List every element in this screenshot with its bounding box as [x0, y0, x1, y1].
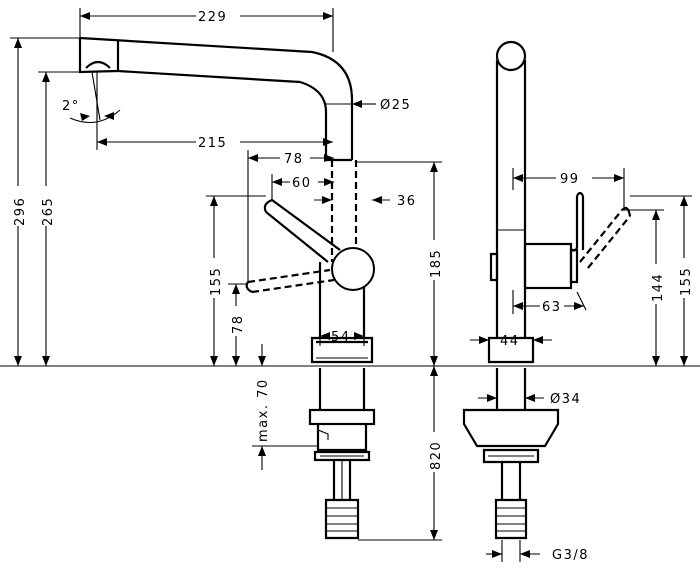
- dimension-60: 60: [271, 174, 334, 200]
- dimension-185: 185: [356, 161, 444, 366]
- dim-99-label: 99: [560, 172, 580, 187]
- angle-label: 2°: [62, 99, 80, 114]
- dim-229-label: 229: [198, 10, 227, 25]
- dim-144-label: 144: [651, 273, 666, 302]
- dim-265-label: 265: [41, 197, 56, 226]
- dim-155-side-label: 155: [679, 267, 694, 296]
- dimension-296: 296: [8, 37, 80, 366]
- dimension-155-side: 155: [630, 195, 694, 366]
- handle-hub: [331, 247, 375, 291]
- dimension-99: 99: [512, 168, 625, 210]
- dim-60-label: 60: [292, 176, 312, 191]
- dim-44-label: 44: [500, 334, 520, 349]
- dimension-diameter-34: Ø34: [478, 392, 581, 407]
- angle-2-degrees: 2°: [62, 71, 121, 124]
- hidden-column: [326, 158, 358, 262]
- dimension-max-70: max. 70: [252, 344, 318, 470]
- side-base: [462, 336, 560, 540]
- dimension-36: 36: [314, 194, 417, 209]
- dim-155-front-label: 155: [209, 267, 224, 296]
- dim-g38-label: G3/8: [552, 548, 589, 563]
- side-handle: [489, 191, 632, 311]
- dimension-44: 44: [470, 334, 552, 349]
- dimension-229: 229: [79, 8, 334, 52]
- dim-78-top-label: 78: [284, 152, 304, 167]
- mounting-assembly: [308, 368, 376, 540]
- dimension-820: 820: [358, 366, 444, 541]
- dimension-265: 265: [36, 71, 90, 366]
- dim-820-label: 820: [429, 441, 444, 470]
- dimension-155-front: 155: [204, 195, 266, 366]
- dimension-144: 144: [622, 209, 666, 366]
- dim-54-label: 54: [331, 330, 351, 345]
- dim-36-label: 36: [397, 194, 417, 209]
- side-view: 99 63 144 155: [462, 40, 694, 563]
- dim-78-left-label: 78: [231, 314, 246, 334]
- dim-215-label: 215: [198, 136, 227, 151]
- dimension-g38: G3/8: [486, 540, 589, 563]
- front-view: 229 215 2° Ø25: [0, 8, 700, 541]
- dimension-215: 215: [96, 88, 333, 151]
- dim-max-70-label: max. 70: [256, 378, 271, 442]
- dimension-78-top: 78: [247, 150, 334, 282]
- dim-diameter-34-label: Ø34: [550, 392, 581, 407]
- faucet-body: [310, 247, 375, 364]
- dimension-54: 54: [319, 326, 365, 346]
- dim-diameter-25-label: Ø25: [380, 98, 411, 113]
- dimension-78-left: 78: [226, 283, 248, 366]
- dim-296-label: 296: [13, 197, 28, 226]
- dimension-63: 63: [512, 290, 584, 315]
- dim-63-label: 63: [542, 300, 562, 315]
- side-column: [495, 40, 527, 338]
- dimension-diameter-25: Ø25: [326, 98, 411, 113]
- dim-185-label: 185: [429, 249, 444, 278]
- lever-handle: [245, 198, 341, 294]
